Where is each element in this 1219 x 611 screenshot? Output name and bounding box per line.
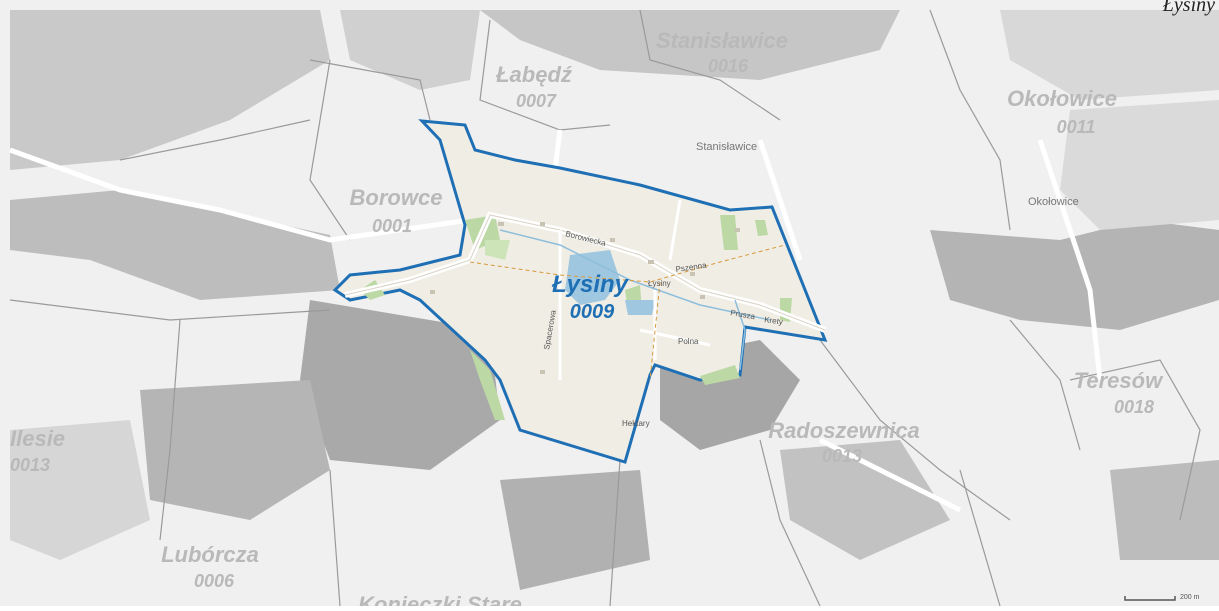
street-label: Pszenna [675,261,708,274]
region-labels: Stanisławice 0016 Łabędź 0007 Okołowice … [10,28,1164,611]
region-name: Radoszewnica [768,418,920,443]
corner-title: Łysiny [1162,0,1215,16]
region-name: Łabędź [495,62,573,87]
region-code: 0018 [1114,397,1154,417]
region-code: 0011 [1057,117,1096,137]
region-code: 0001 [372,216,412,236]
highlight-code: 0009 [570,301,615,323]
region-name: Ilesie [10,426,65,451]
place-label: Okołowice [1028,196,1079,208]
region-name: Okołowice [1007,86,1117,111]
boundary-lines [9,9,1201,607]
scale-bar: 200 m [1124,594,1200,601]
street-label: Hektary [622,419,650,428]
highlight-name: Łysiny [551,271,630,298]
scale-label: 200 m [1180,594,1200,601]
street-label: Prusza [730,308,757,321]
street-label: Polna [678,337,699,346]
region-code: 0007 [516,91,557,111]
region-code: 0013 [10,455,50,475]
place-label: Stanisławice [696,141,757,153]
region-code: 0013 [822,446,862,466]
region-code: 0006 [194,571,235,591]
street-label: Łysiny [648,279,671,288]
region-name: Borowce [350,185,443,210]
region-code: 0016 [708,56,749,76]
highlighted-area-lysiny[interactable] [332,119,828,464]
region-name: Stanisławice [656,28,788,53]
region-name: Konieczki Stare [358,592,522,606]
region-name: Teresów [1074,368,1164,393]
region-name: Lubórcza [161,542,259,567]
street-label: Krety [764,315,784,327]
